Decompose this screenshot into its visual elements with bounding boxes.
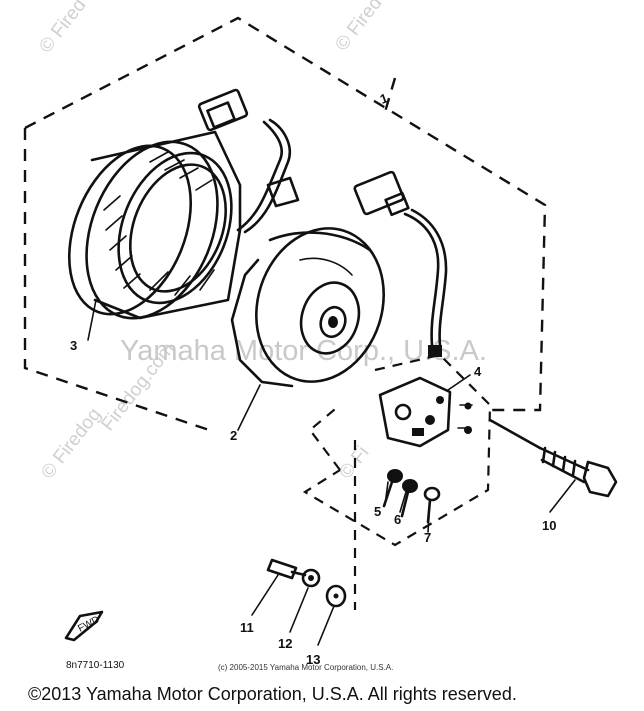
callout-12: 12 [278, 636, 292, 651]
bottom-fasteners [266, 440, 357, 610]
leader-lines [87, 299, 576, 646]
bolt [488, 418, 618, 498]
callout-7: 7 [424, 530, 431, 545]
callout-11: 11 [240, 620, 254, 635]
screw-set [382, 469, 441, 524]
pickup-assembly [302, 353, 492, 547]
drawing-code: 8n7710-1130 [66, 660, 125, 671]
callout-10: 10 [542, 518, 556, 533]
fwd-arrow-icon: FWD [64, 610, 104, 642]
watermark-yamaha: Yamaha Motor Corp., U.S.A. [120, 335, 487, 367]
callout-6: 6 [394, 512, 401, 527]
callout-13: 13 [306, 652, 320, 667]
callout-1: 1 [378, 90, 390, 107]
copyright-small: (c) 2005-2015 Yamaha Motor Corporation, … [218, 663, 393, 672]
callout-4: 4 [474, 364, 482, 379]
stator-coil [67, 88, 300, 320]
callout-2: 2 [230, 428, 237, 443]
watermark-firedog-lower-left: © Firedog [37, 404, 105, 483]
callout-3: 3 [70, 338, 77, 353]
callout-5: 5 [374, 504, 381, 519]
watermark-firedog-top-center: © Fired [331, 0, 386, 55]
copyright-main: ©2013 Yamaha Motor Corporation, U.S.A. A… [28, 684, 517, 704]
pickup-wire [353, 170, 448, 357]
assembly-boundary [23, 16, 547, 434]
rotor [230, 227, 386, 388]
watermark-firedog-top-left: © Fired [35, 0, 90, 57]
